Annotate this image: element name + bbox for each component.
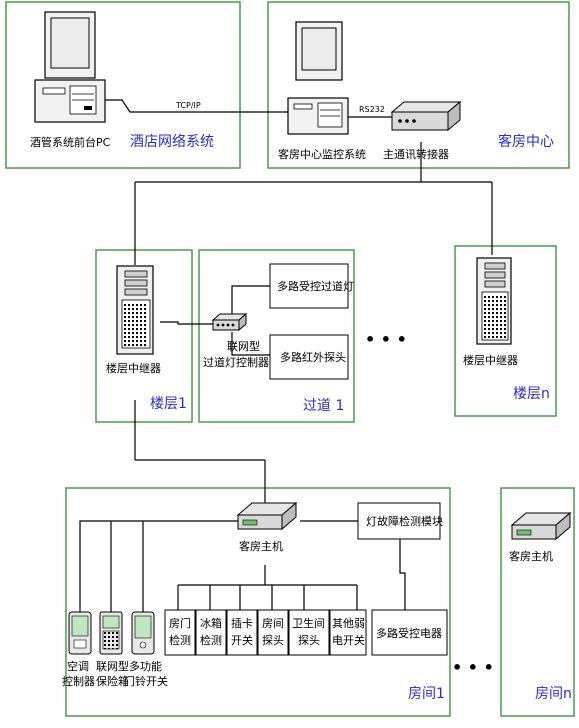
doorbell-icon <box>131 611 155 655</box>
region-label-corridor1: 过道 1 <box>303 398 344 414</box>
multi-controller-label: 多路受控电器 <box>376 626 442 640</box>
multi-controller-box <box>371 609 448 656</box>
sensor-label-1a: 房门 <box>169 616 191 630</box>
doorbell-label-2: 门铃开关 <box>124 674 168 688</box>
region-label-hotel-network: 酒店网络系统 <box>130 134 214 150</box>
sensor-label-4a: 房间 <box>262 617 284 630</box>
region-label-room1: 房间1 <box>408 686 445 702</box>
front-desk-pc-label: 酒管系统前台PC <box>30 135 111 149</box>
floor-n-relay-icon <box>476 257 512 345</box>
floor1-relay-label: 楼层中继器 <box>106 361 161 375</box>
sensor-label-3a: 插卡 <box>231 616 253 630</box>
sensor-box-other <box>329 609 367 656</box>
region-room1 <box>65 487 451 717</box>
safe-label-1: 联网型 <box>96 659 129 673</box>
sensor-label-6a: 其他弱 <box>332 617 365 630</box>
sensor-label-5a: 卫生间 <box>292 616 325 630</box>
room-host-label: 客房主机 <box>239 539 283 553</box>
region-label-floor-n: 楼层n <box>513 386 550 402</box>
front-desk-pc-icon <box>34 11 106 123</box>
connection-lines <box>79 99 493 612</box>
comm-converter-label: 主通讯转接器 <box>383 147 449 161</box>
safe-label-2: 保险箱 <box>96 674 129 688</box>
corridor-controller-label-1: 联网型 <box>227 339 260 353</box>
region-room-n <box>500 487 575 717</box>
ac-controller-icon <box>68 611 92 655</box>
region-floor1 <box>95 249 193 423</box>
corridor-lights-label: 多路受控过道灯 <box>277 279 354 293</box>
region-label-room-n: 房间n <box>535 686 572 702</box>
sensor-label-2b: 检测 <box>200 633 222 647</box>
room-host-icon <box>236 501 298 531</box>
corridor-controller-label-2: 过道灯控制器 <box>203 355 269 369</box>
sensor-label-1b: 检测 <box>169 633 191 647</box>
region-label-floor1: 楼层1 <box>150 396 187 412</box>
room-host-n-label: 客房主机 <box>509 549 553 563</box>
sensor-boxes <box>164 609 367 656</box>
ac-controller-label-1: 空调 <box>67 659 89 673</box>
ac-controller-label-2: 控制器 <box>62 674 95 688</box>
sensor-label-3b: 开关 <box>231 633 253 647</box>
infrared-probe-label: 多路红外探头 <box>280 350 346 364</box>
sensor-box-room-probe <box>257 609 289 656</box>
comm-converter-icon <box>390 100 462 132</box>
sensor-label-6b: 电开关 <box>332 633 365 647</box>
floor1-relay-icon <box>116 265 154 355</box>
sensor-box-card <box>226 609 258 656</box>
region-floor-n <box>454 245 557 417</box>
ellipsis-floors: • • • <box>365 330 407 349</box>
fault-module-label: 灯故障检测模块 <box>366 514 443 528</box>
rs232-label: RS232 <box>359 105 385 114</box>
infrared-probe-box <box>269 334 349 380</box>
corridor-lights-box <box>269 263 349 309</box>
corridor-controller-icon <box>211 312 248 332</box>
sensor-label-4b: 探头 <box>262 634 284 647</box>
region-corridor1 <box>198 249 355 423</box>
sensor-box-door <box>164 609 196 656</box>
monitor-system-label: 客房中心监控系统 <box>278 147 366 161</box>
sensor-label-2a: 冰箱 <box>200 616 222 630</box>
floor-n-relay-label: 楼层中继器 <box>463 353 518 367</box>
region-label-room-center: 客房中心 <box>498 133 554 150</box>
room-host-n-icon <box>510 511 572 541</box>
sensor-box-bathroom-probe <box>288 609 330 656</box>
fault-module-box <box>357 502 441 540</box>
region-hotel-network <box>5 1 241 169</box>
tcpip-label: TCP/IP <box>175 101 201 110</box>
doorbell-label-1: 多功能 <box>129 659 162 673</box>
safe-icon <box>99 611 123 655</box>
ellipsis-rooms: • • • <box>452 658 494 677</box>
sensor-box-fridge <box>195 609 227 656</box>
sensor-label-5b: 探头 <box>298 634 320 647</box>
region-room-center <box>267 1 570 169</box>
monitor-system-pc-icon <box>287 21 349 135</box>
